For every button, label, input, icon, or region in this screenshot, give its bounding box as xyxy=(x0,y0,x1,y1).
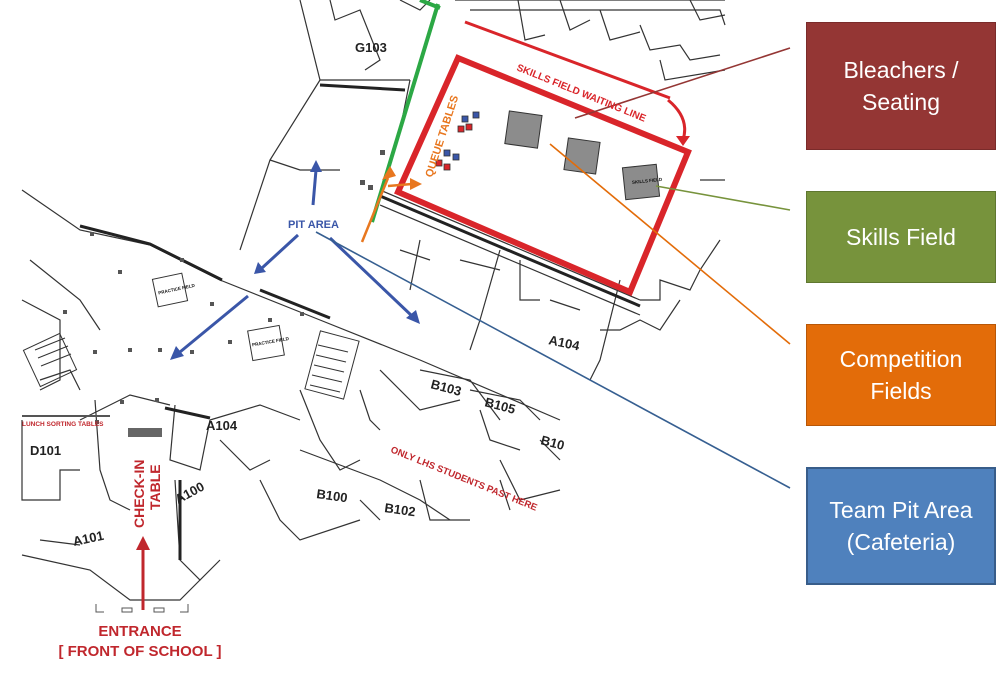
check-in-table-bar xyxy=(128,428,162,437)
skills-field-label: SKILLS FIELD xyxy=(632,177,663,185)
front-of-school-label: [ FRONT OF SCHOOL ] xyxy=(58,643,221,660)
staircase xyxy=(22,330,360,400)
room-label-a101: A101 xyxy=(72,528,106,549)
legend-bleachers: Bleachers / Seating xyxy=(806,22,996,150)
bleachers-walkway-line xyxy=(370,3,440,223)
room-label-b105: B105 xyxy=(483,394,517,417)
check-in-label-line1: CHECK-IN xyxy=(131,460,147,528)
room-label-a104-top: A104 xyxy=(547,332,581,353)
leader-line-competition xyxy=(549,143,791,345)
legend-skills-field: Skills Field xyxy=(806,191,996,283)
competition-field-2 xyxy=(563,137,601,175)
room-label-g103: G103 xyxy=(355,40,387,55)
practice-fields xyxy=(151,272,285,362)
pit-area-label: PIT AREA xyxy=(288,219,339,231)
thick-walls xyxy=(79,83,641,560)
competition-field-1 xyxy=(504,110,543,149)
legend-competition-fields: Competition Fields xyxy=(806,324,996,426)
room-label-a100: A100 xyxy=(172,479,206,507)
leader-lines xyxy=(315,47,791,489)
pillars xyxy=(63,150,385,424)
leader-line-skills xyxy=(655,185,791,211)
room-label-b100: B100 xyxy=(316,486,349,505)
room-label-a104-left: A104 xyxy=(206,418,238,433)
skills-field-square xyxy=(621,163,661,201)
room-label-b102: B102 xyxy=(384,500,417,519)
queue-route xyxy=(360,166,422,243)
leader-line-pit xyxy=(315,231,791,489)
check-in-label-line2: TABLE xyxy=(147,464,163,510)
competition-area-border xyxy=(394,54,692,296)
entrance-arrow xyxy=(136,536,150,610)
competition-fields xyxy=(504,110,601,175)
pit-area-arrows xyxy=(170,160,420,360)
entrance-doors xyxy=(95,604,189,613)
room-label-b103: B103 xyxy=(429,376,463,399)
legend-team-pit-area: Team Pit Area (Cafeteria) xyxy=(806,467,996,585)
skills-waiting-line-route xyxy=(464,20,690,146)
queue-table-markers xyxy=(435,111,480,171)
walkway-line-top xyxy=(419,0,441,10)
practice-field-label-2: PRACTICE FIELD xyxy=(252,336,290,348)
lunch-sorting-label: LUNCH SORTING TABLES xyxy=(22,421,104,428)
building-walls xyxy=(21,0,726,601)
entrance-label: ENTRANCE xyxy=(98,623,181,640)
room-label-d101: D101 xyxy=(30,443,61,458)
room-label-b10: B10 xyxy=(539,432,566,453)
leader-line-bleachers xyxy=(574,47,791,119)
